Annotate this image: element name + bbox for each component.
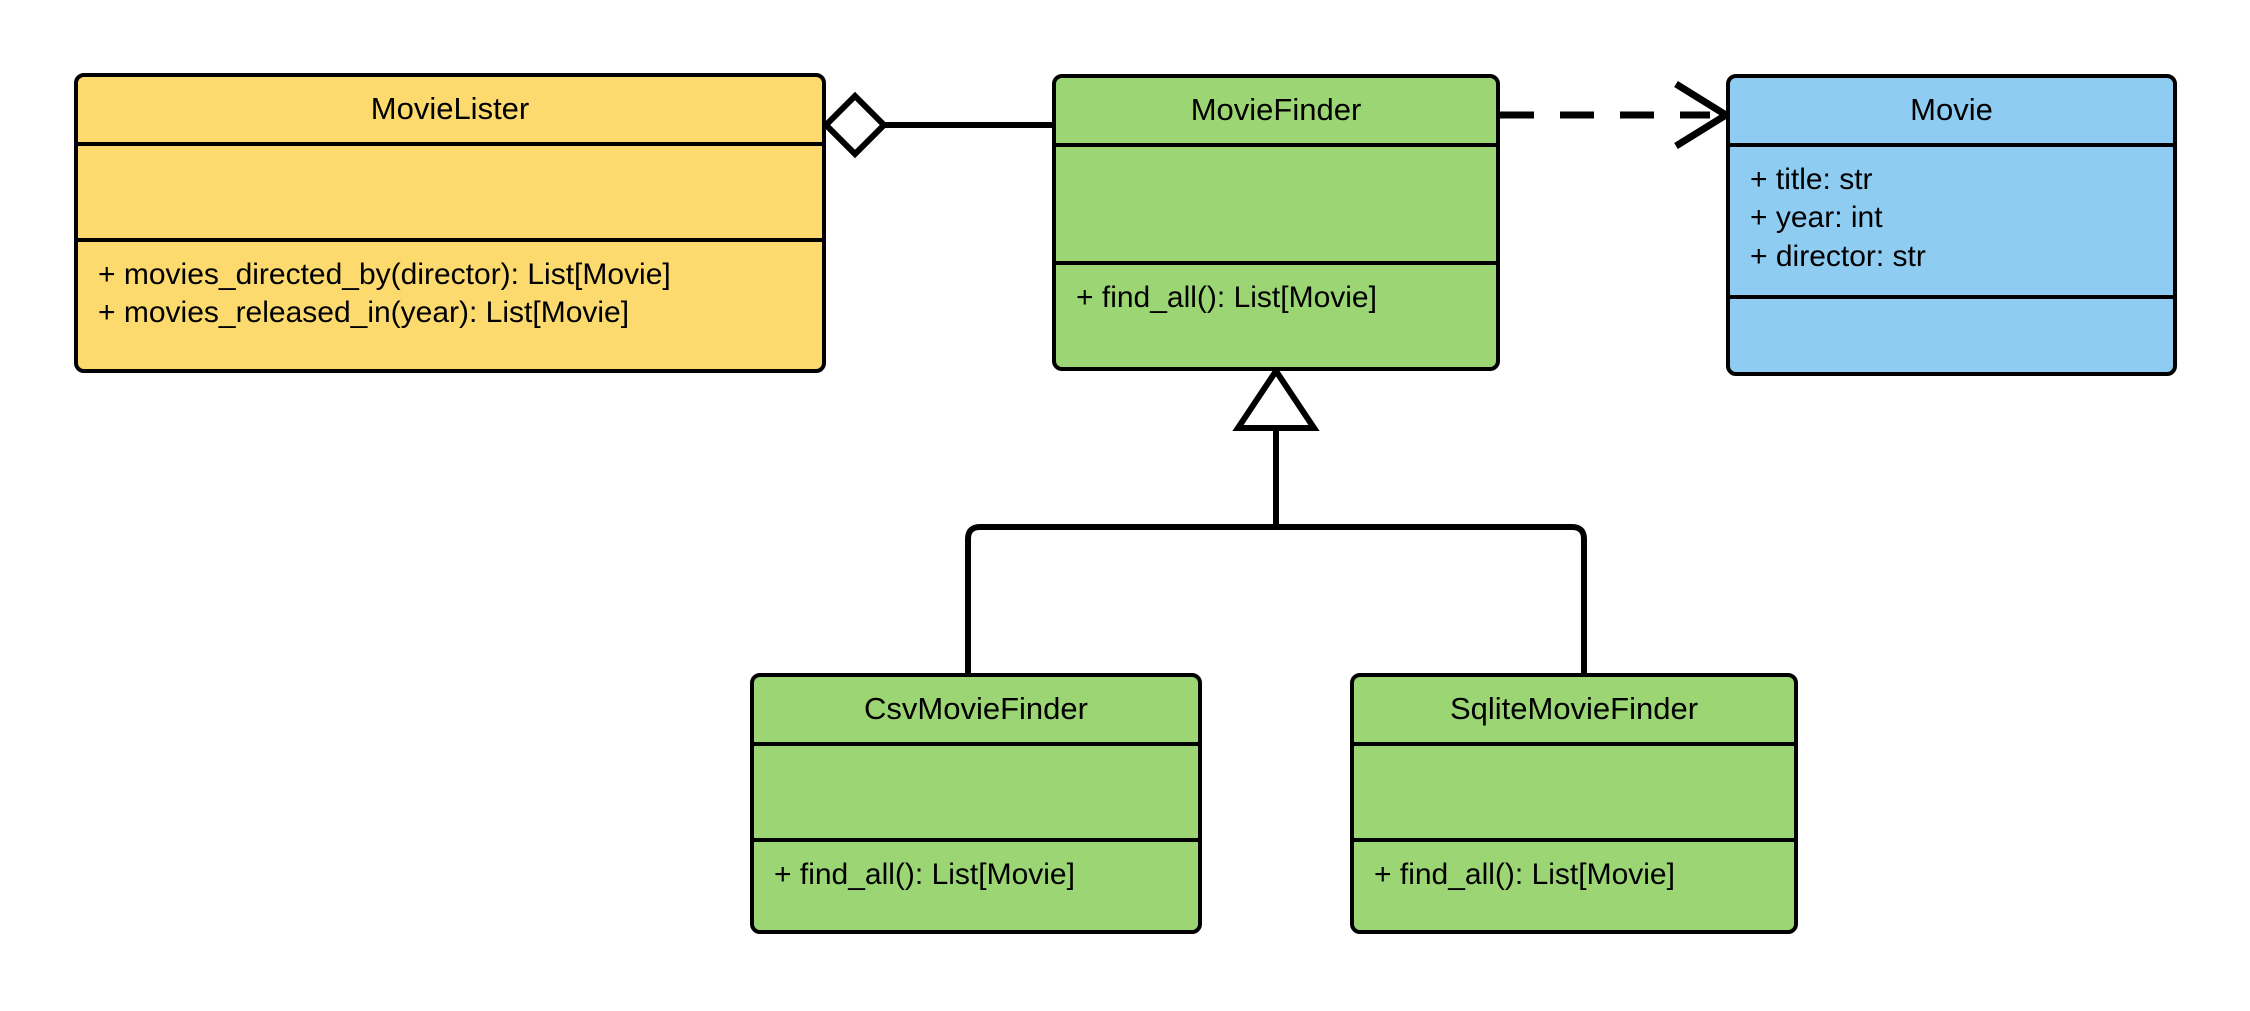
class-attributes-compartment <box>1056 147 1496 265</box>
hollow-triangle-icon <box>1232 365 1320 431</box>
operation-line: + find_all(): List[Movie] <box>1076 281 1377 314</box>
class-attributes-compartment <box>754 746 1198 842</box>
attribute-line: + title: str <box>1750 163 1873 196</box>
class-name-label: SqliteMovieFinder <box>1449 691 1699 727</box>
generalization-bracket <box>965 524 1587 673</box>
class-box-csvmoviefinder[interactable]: CsvMovieFinder + find_all(): List[Movie] <box>750 673 1202 934</box>
class-name-label: Movie <box>1910 92 1993 128</box>
class-attributes-compartment <box>78 146 822 242</box>
hollow-diamond-icon <box>821 91 889 159</box>
class-attributes-compartment <box>1354 746 1794 842</box>
aggregation-edge-movielister-moviefinder[interactable] <box>821 91 1054 159</box>
generalization-edge-subclasses-moviefinder[interactable] <box>965 365 1587 673</box>
class-name-label: CsvMovieFinder <box>864 691 1088 727</box>
attribute-line: + year: int <box>1750 201 1883 235</box>
open-arrow-icon <box>1674 81 1733 149</box>
class-operations-compartment: + movies_directed_by(director): List[Mov… <box>78 242 822 369</box>
operation-line: + movies_directed_by(director): List[Mov… <box>98 258 671 291</box>
class-operations-compartment <box>1730 299 2173 372</box>
class-operations-compartment: + find_all(): List[Movie] <box>1354 842 1794 930</box>
class-name-label: MovieFinder <box>1190 92 1362 128</box>
class-name-compartment: MovieFinder <box>1056 78 1496 147</box>
class-attributes-compartment: + title: str + year: int + director: str <box>1730 147 2173 299</box>
class-operations-compartment: + find_all(): List[Movie] <box>1056 265 1496 367</box>
class-box-movie[interactable]: Movie + title: str + year: int + directo… <box>1726 74 2177 376</box>
class-name-compartment: MovieLister <box>78 77 822 146</box>
class-operations-compartment: + find_all(): List[Movie] <box>754 842 1198 930</box>
class-name-compartment: SqliteMovieFinder <box>1354 677 1794 746</box>
dependency-edge-moviefinder-movie[interactable] <box>1500 81 1733 149</box>
class-box-movielister[interactable]: MovieLister + movies_directed_by(directo… <box>74 73 826 373</box>
class-name-compartment: Movie <box>1730 78 2173 147</box>
class-box-sqlitemoviefinder[interactable]: SqliteMovieFinder + find_all(): List[Mov… <box>1350 673 1798 934</box>
class-box-moviefinder[interactable]: MovieFinder + find_all(): List[Movie] <box>1052 74 1500 371</box>
class-name-label: MovieLister <box>370 91 530 127</box>
operation-line: + movies_released_in(year): List[Movie] <box>98 296 630 330</box>
operation-line: + find_all(): List[Movie] <box>1374 858 1675 891</box>
attribute-line: + director: str <box>1750 239 1926 273</box>
operation-line: + find_all(): List[Movie] <box>774 858 1075 891</box>
class-name-compartment: CsvMovieFinder <box>754 677 1198 746</box>
